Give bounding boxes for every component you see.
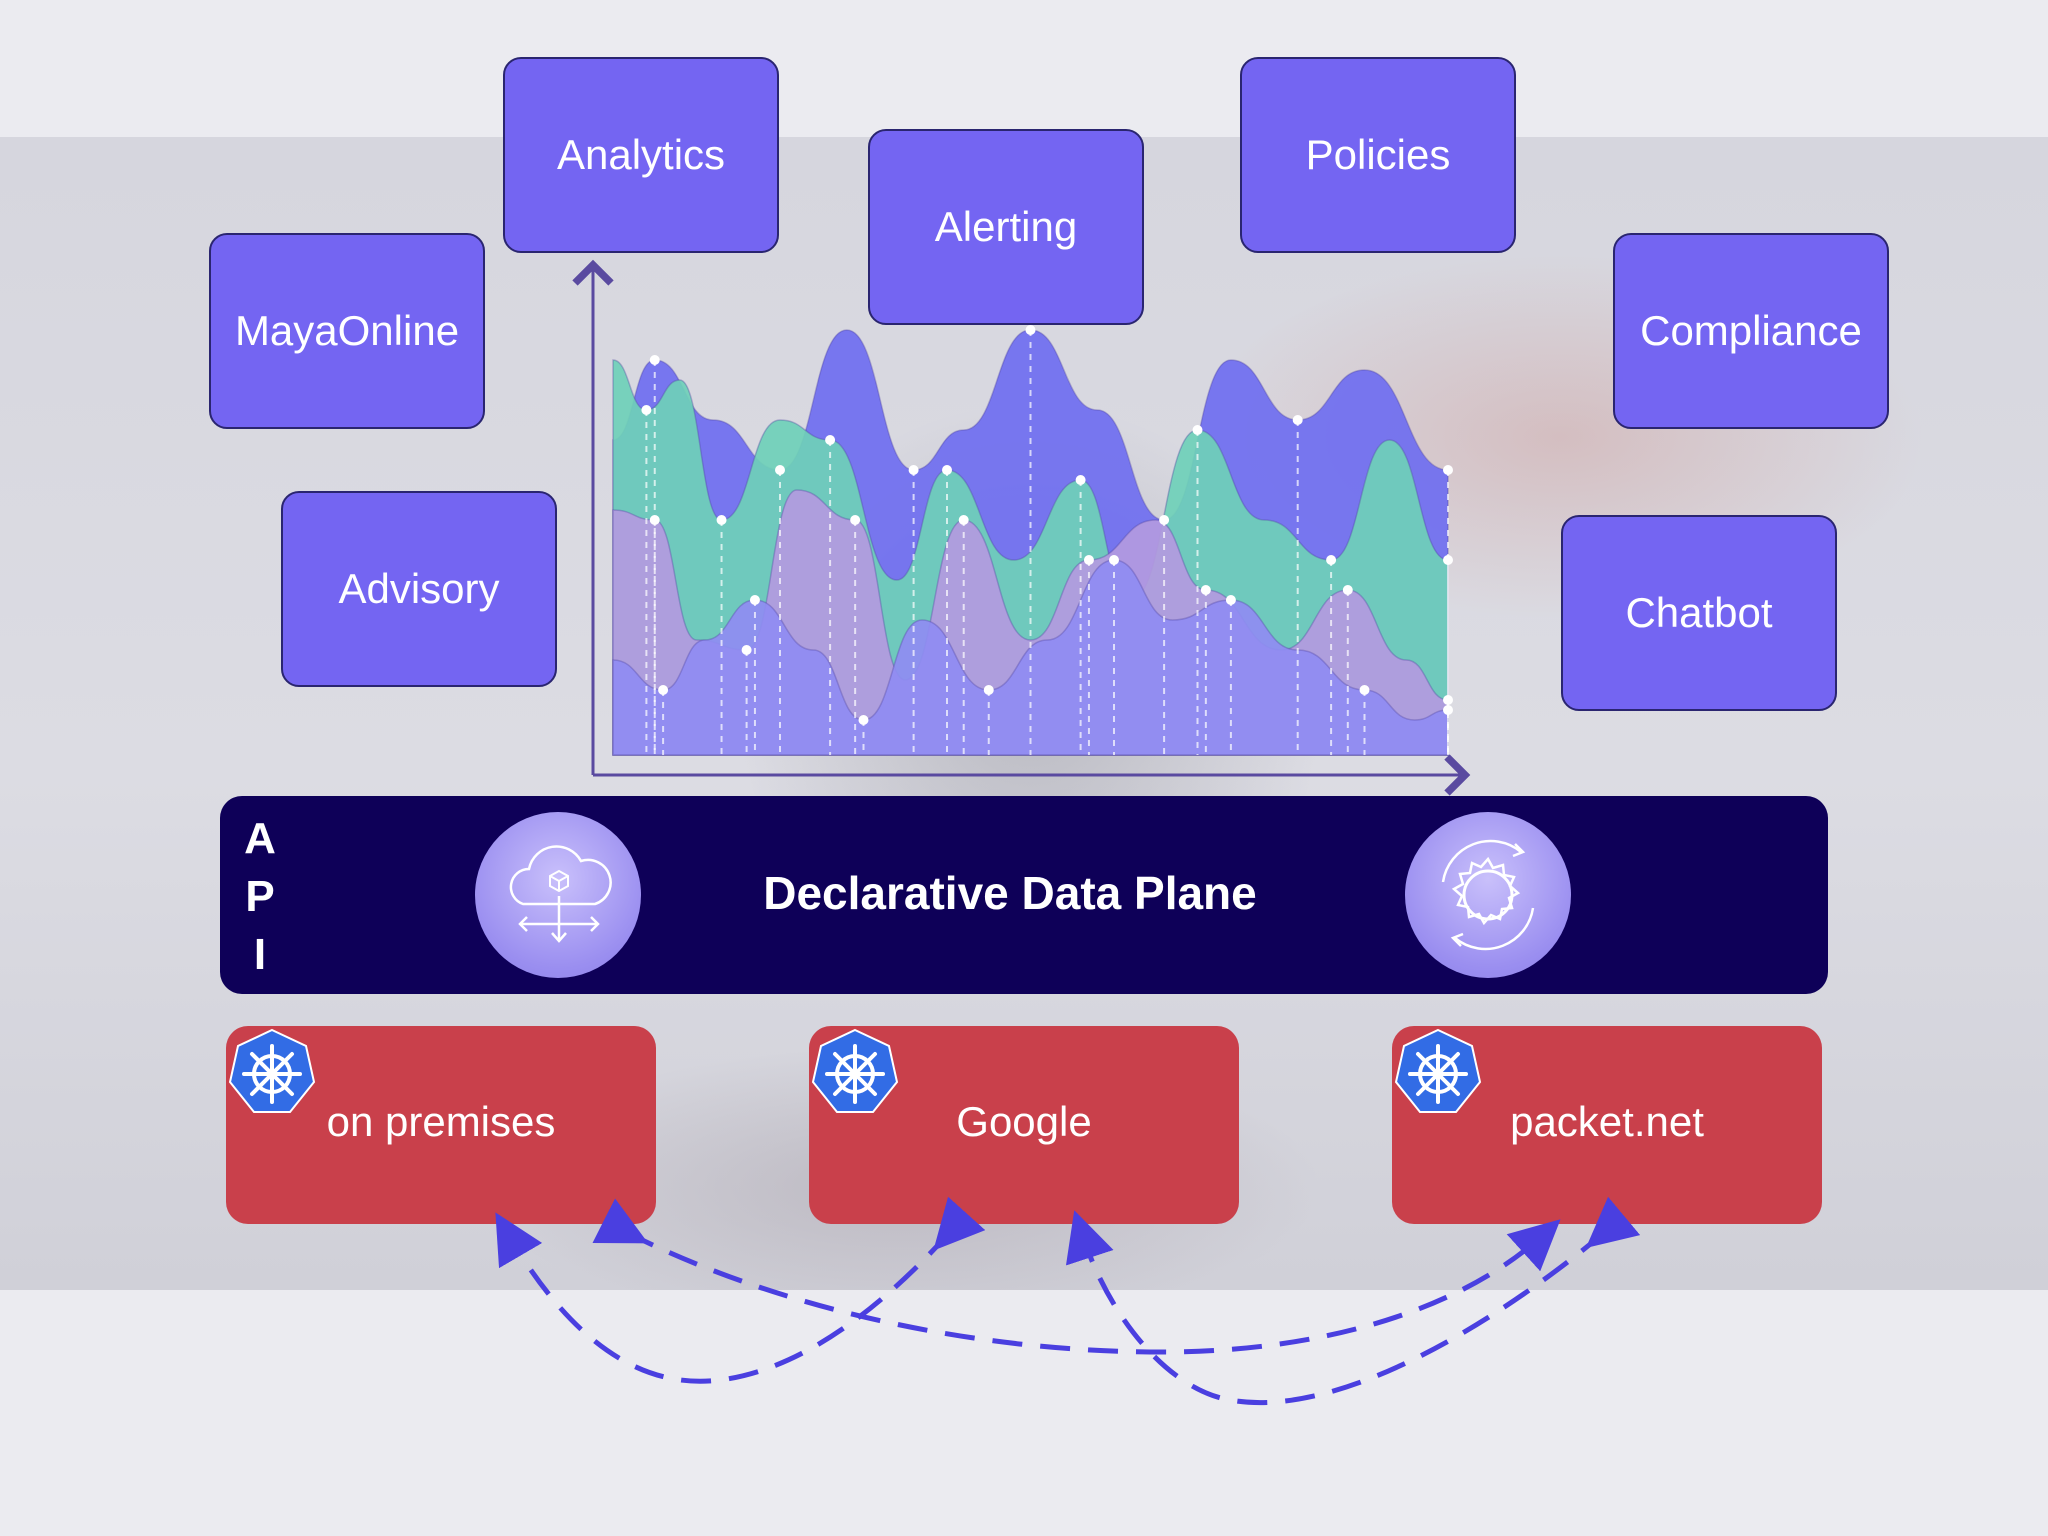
chart-point [850,515,861,525]
chart-point [649,515,660,525]
chart-point [1192,425,1203,435]
chatbot-module[interactable]: Chatbot [1561,515,1837,711]
chart-point [658,685,669,695]
compliance-module[interactable]: Compliance [1613,233,1889,429]
chart-point [749,595,760,605]
chart-point [1075,475,1086,485]
cluster-label-on-premises: on premises [326,1098,556,1145]
chart-point [1109,555,1119,565]
chart-point [1443,555,1453,565]
chart-point [908,465,919,475]
chart-point [1443,465,1453,475]
chart-point [775,465,785,475]
chart-point [1083,555,1094,565]
chart-point [1326,555,1337,565]
advisory-label: Advisory [338,565,500,612]
alerting-label: Alerting [934,203,1078,250]
mayaonline-module[interactable]: MayaOnline [209,233,485,429]
chart-point [1342,585,1353,595]
chart-point [958,515,969,525]
cluster-packet-net[interactable]: packet.net [1392,1026,1822,1224]
gear-cycle-icon [1405,812,1571,978]
analytics-label: Analytics [556,131,726,178]
chart-point [1443,705,1453,715]
cluster-label-packet-net: packet.net [1510,1098,1704,1145]
chart-point [858,715,869,725]
chart-point [716,515,727,525]
chart-point [1025,325,1036,335]
chart-point [641,405,652,415]
chart-point [741,645,752,655]
cluster-label-google: Google [956,1098,1092,1145]
cluster-google[interactable]: Google [809,1026,1239,1224]
policies-module[interactable]: Policies [1240,57,1516,253]
chart-point [1225,595,1236,605]
chart-point [1159,515,1170,525]
chart-drop-lines [641,325,1453,755]
cluster-on-premises[interactable]: on premises [226,1026,656,1224]
chart-point [649,355,660,365]
chart-point [983,685,994,695]
api-letter-a: A [244,814,276,863]
analytics-module[interactable]: Analytics [503,57,779,253]
policies-label: Policies [1305,131,1451,178]
api-letter-i: I [253,930,267,979]
chatbot-label: Chatbot [1625,589,1773,636]
chart-point [825,435,836,445]
chart-point [1359,685,1370,695]
chart-point [942,465,952,475]
kubernetes-icon [228,1028,316,1113]
alerting-module[interactable]: Alerting [868,129,1144,325]
chart-point [1443,695,1453,705]
chart-point [1200,585,1211,595]
kubernetes-icon [811,1028,899,1113]
advisory-module[interactable]: Advisory [281,491,557,687]
kubernetes-icon [1394,1028,1482,1113]
mayaonline-label: MayaOnline [234,307,460,354]
cloud-deploy-icon [475,812,641,978]
data-plane-title: Declarative Data Plane [763,867,1257,919]
chart-point [1292,415,1303,425]
api-letter-p: P [245,872,275,921]
compliance-label: Compliance [1640,307,1862,354]
declarative-data-plane-bar: A P I Declarative Data Plane [220,796,1828,994]
